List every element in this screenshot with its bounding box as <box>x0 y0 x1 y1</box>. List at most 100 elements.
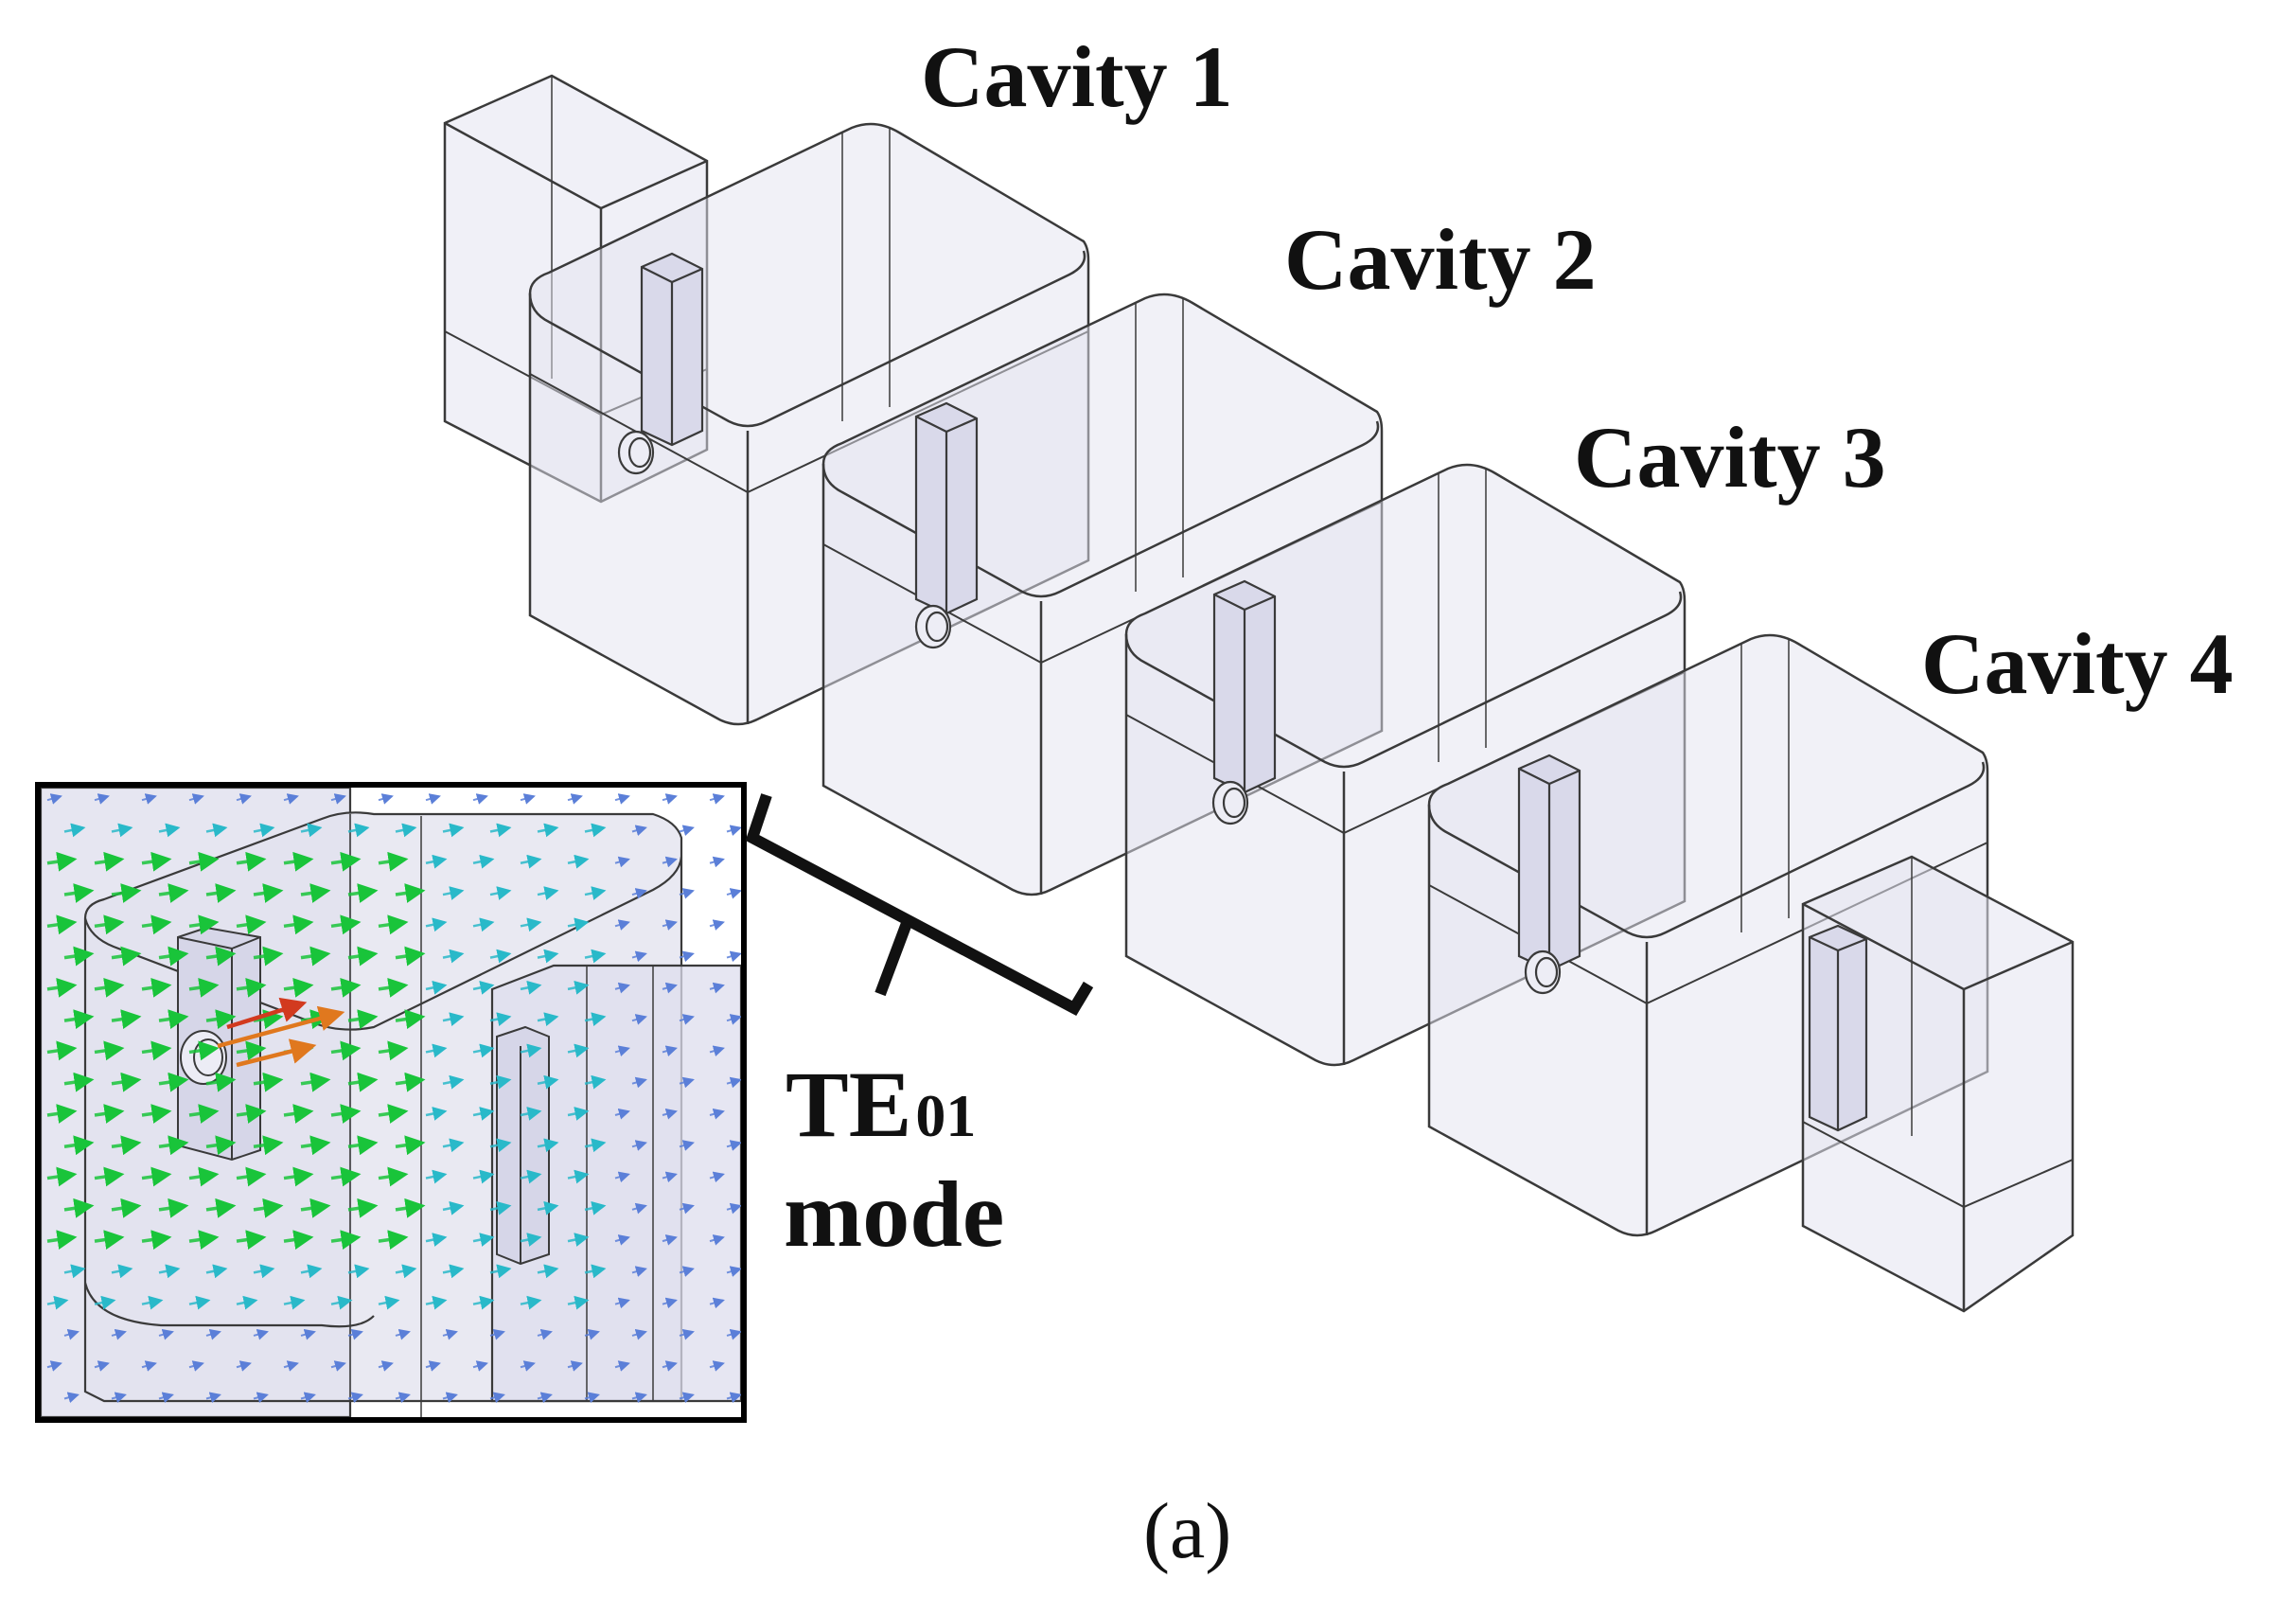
field-arrow <box>679 1140 695 1151</box>
cavity-3-label: Cavity 3 <box>1574 409 1886 506</box>
field-arrow <box>472 1043 495 1058</box>
field-arrow <box>631 950 647 963</box>
field-arrow <box>472 1295 495 1310</box>
field-arrow <box>111 1264 133 1279</box>
field-arrow <box>283 793 299 805</box>
field-arrow <box>520 793 536 805</box>
field-arrow <box>283 1295 306 1310</box>
field-arrow <box>378 793 394 805</box>
field-arrow <box>489 1328 505 1340</box>
field-arrow <box>111 1009 142 1030</box>
mode-label: TE01 <box>786 1052 976 1157</box>
field-arrow <box>188 914 220 935</box>
field-arrow <box>141 1295 164 1310</box>
field-arrow <box>63 1328 79 1340</box>
field-arrow <box>158 1264 181 1279</box>
field-arrow <box>188 1295 211 1310</box>
field-arrow <box>679 1392 695 1404</box>
field-arrow <box>489 1138 512 1153</box>
field-arrow <box>141 1040 172 1061</box>
field-arrow <box>567 854 590 869</box>
field-arrow <box>395 1072 426 1092</box>
field-arrow <box>395 1264 417 1279</box>
cavity-structure <box>443 74 2075 1313</box>
field-arrow <box>631 1392 647 1404</box>
field-arrow <box>205 1009 237 1030</box>
field-arrow <box>614 919 630 931</box>
field-vectors <box>46 793 741 1404</box>
field-arrow <box>330 1104 362 1124</box>
field-arrow <box>395 1009 426 1030</box>
field-arrow <box>330 1230 362 1250</box>
field-arrow <box>614 856 630 868</box>
field-arrow <box>300 1072 331 1092</box>
field-arrow <box>567 793 583 805</box>
field-arrow <box>520 1043 542 1058</box>
field-arrow <box>489 1392 505 1404</box>
field-arrow <box>94 793 110 805</box>
field-arrow <box>94 1295 116 1310</box>
field-arrow <box>253 1009 284 1030</box>
field-arrow <box>253 883 284 903</box>
field-arrow <box>158 883 189 903</box>
field-arrow <box>205 1135 237 1156</box>
field-arrow <box>537 1264 559 1279</box>
field-arrow <box>489 1264 512 1279</box>
field-arrow <box>63 883 95 903</box>
cavity-2-label: Cavity 2 <box>1284 211 1597 308</box>
field-arrow <box>141 851 172 872</box>
field-arrow <box>158 1072 189 1092</box>
cavity-1-label: Cavity 1 <box>921 28 1233 125</box>
field-arrow <box>300 1264 323 1279</box>
field-arrow <box>489 1012 512 1026</box>
field-arrow <box>662 1297 678 1309</box>
field-arrow <box>567 1043 590 1058</box>
field-arrow <box>537 823 559 838</box>
field-arrow <box>283 1104 314 1124</box>
field-arrow <box>253 1328 269 1340</box>
field-arrow <box>347 1135 379 1156</box>
field-arrow <box>300 1198 331 1218</box>
field-arrow <box>442 886 465 900</box>
field-arrow <box>472 1233 495 1247</box>
field-arrow <box>584 886 607 900</box>
field-arrow <box>330 851 362 872</box>
field-arrow <box>489 886 512 900</box>
field-arrow <box>378 1040 409 1061</box>
field-arrow <box>614 982 630 994</box>
field-arrow <box>709 982 725 994</box>
field-arrow <box>614 1108 630 1120</box>
field-arrow <box>188 977 220 998</box>
field-arrow <box>188 1104 220 1124</box>
field-arrow <box>253 946 284 967</box>
field-arrow-strong <box>226 997 308 1030</box>
cavity-3-post <box>1211 579 1277 825</box>
field-arrow <box>520 1295 542 1310</box>
mode-index: 01 <box>915 1082 976 1149</box>
field-arrow <box>442 823 465 838</box>
field-arrow <box>158 1135 189 1156</box>
field-arrow <box>709 1297 725 1309</box>
field-arrow <box>679 1014 695 1025</box>
field-arrow <box>111 1135 142 1156</box>
field-arrow-strong <box>217 1005 345 1049</box>
field-arrow <box>205 1392 221 1404</box>
field-arrow <box>253 1198 284 1218</box>
field-arrow <box>567 1360 583 1372</box>
field-arrow <box>679 1328 695 1340</box>
field-arrow <box>46 1104 78 1124</box>
field-arrow <box>141 1360 157 1372</box>
field-arrow <box>631 1328 647 1340</box>
field-arrow <box>94 1104 125 1124</box>
field-arrow <box>726 825 741 836</box>
field-arrow <box>253 1135 284 1156</box>
field-arrow <box>94 1040 125 1061</box>
output-slot <box>1808 924 1868 1132</box>
field-arrow <box>537 886 559 900</box>
field-arrow <box>63 823 86 838</box>
field-arrow <box>442 1012 465 1026</box>
field-arrow <box>520 854 542 869</box>
field-arrow <box>472 793 488 805</box>
field-arrow <box>679 1266 695 1277</box>
